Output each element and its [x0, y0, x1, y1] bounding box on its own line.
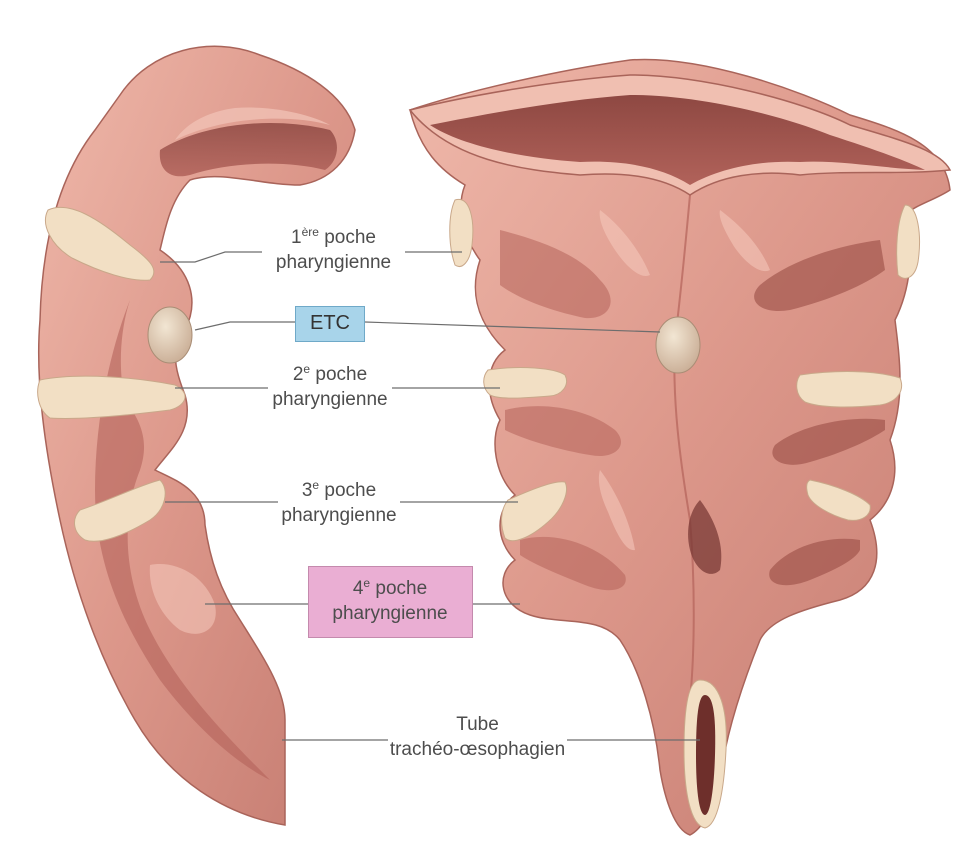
label-etc-box: ETC	[295, 306, 365, 342]
label-pouch-3-num: 3	[302, 480, 313, 501]
label-pouch-1: 1ère poche pharyngienne	[262, 225, 405, 275]
label-pouch-3: 3e poche pharyngienne	[272, 478, 406, 528]
label-pouch-2: 2e poche pharyngienne	[262, 362, 398, 412]
label-pouch-2-num: 2	[293, 364, 304, 385]
frontal-pouch-2-right	[797, 372, 902, 407]
label-pouch-4-word: poche	[370, 578, 427, 599]
leader-pouch1-left	[160, 252, 262, 262]
lateral-etc-nodule	[148, 307, 192, 363]
label-pouch-4-box: 4e poche pharyngienne	[308, 566, 473, 638]
label-pouch-1-line2: pharyngienne	[276, 252, 391, 273]
frontal-etc-nodule	[656, 317, 700, 373]
label-tube-line1: Tube	[456, 714, 499, 735]
label-pouch-3-line2: pharyngienne	[281, 505, 396, 526]
label-pouch-1-word: poche	[319, 227, 376, 248]
label-pouch-4: 4e poche pharyngienne	[309, 576, 471, 626]
leader-etc-left	[195, 322, 295, 330]
label-etc: ETC	[310, 312, 350, 334]
frontal-pouch-1-left	[450, 199, 473, 266]
frontal-pouch-2-left	[484, 368, 567, 399]
label-pouch-2-word: poche	[310, 364, 367, 385]
label-tube-line2: trachéo-œsophagien	[390, 739, 565, 760]
label-pouch-1-sup: ère	[302, 225, 319, 239]
label-pouch-4-num: 4	[353, 578, 364, 599]
label-pouch-4-line2: pharyngienne	[332, 603, 447, 624]
lateral-view	[38, 46, 355, 825]
label-tube: Tube trachéo-œsophagien	[380, 712, 575, 762]
label-pouch-3-word: poche	[319, 480, 376, 501]
label-pouch-1-num: 1	[291, 227, 302, 248]
label-pouch-2-line2: pharyngienne	[272, 389, 387, 410]
